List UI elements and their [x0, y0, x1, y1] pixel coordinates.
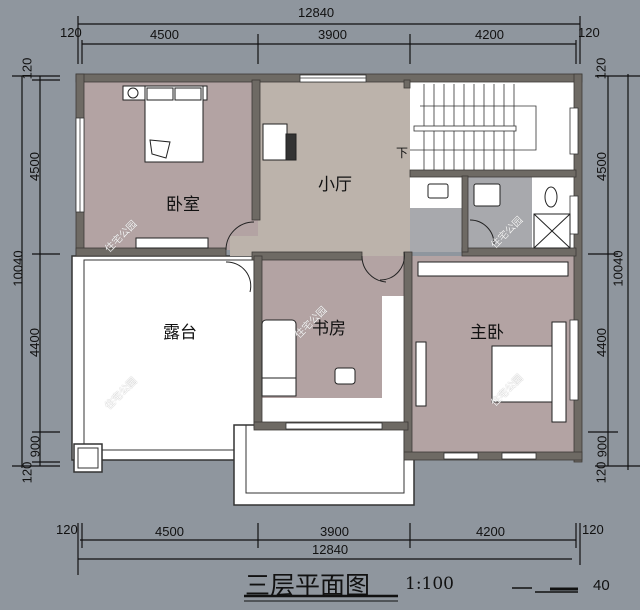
staircase — [410, 84, 537, 170]
bottom-total-dimension: 12840 — [312, 542, 349, 557]
bathroom-fixtures — [427, 183, 571, 249]
room-label-master-bedroom: 主卧 — [470, 323, 504, 343]
right-dimension-lines — [588, 74, 640, 470]
room-label-terrace: 露台 — [163, 323, 197, 343]
right-total-dimension: 10040 — [610, 250, 626, 287]
room-label-bedroom: 卧室 — [166, 195, 200, 215]
bottom-segment-1: 4500 — [155, 524, 184, 539]
bottom-segment-2: 3900 — [320, 524, 349, 539]
right-segment-2: 4400 — [593, 328, 609, 357]
left-total-dimension: 10040 — [10, 250, 26, 287]
doors — [225, 221, 405, 293]
right-top-edge-dimension: 120 — [593, 57, 609, 80]
hall-desk — [262, 123, 297, 161]
bottom-dimension-lines — [77, 523, 581, 575]
left-segment-1: 4500 — [26, 152, 42, 181]
left-dimension-lines — [12, 75, 60, 468]
room-label-small-hall: 小厅 — [318, 175, 352, 195]
top-segment-1: 4500 — [150, 27, 179, 42]
hall-floor — [258, 80, 410, 256]
top-segment-2: 3900 — [318, 27, 347, 42]
right-segment-3: 900 — [594, 435, 610, 458]
top-total-dimension: 12840 — [298, 5, 335, 20]
top-left-edge-dimension: 120 — [60, 25, 82, 40]
left-top-edge-dimension: 120 — [19, 57, 35, 80]
left-segment-2: 4400 — [26, 328, 42, 357]
room-label-study: 书房 — [312, 319, 346, 339]
terrace-column-left — [73, 443, 103, 473]
plan-scale: 1:100 — [405, 574, 454, 594]
master-furniture — [415, 261, 569, 423]
bottom-left-edge-dimension: 120 — [56, 522, 78, 537]
scale-bar — [512, 587, 578, 593]
bottom-segment-3: 4200 — [476, 524, 505, 539]
top-dimension-lines — [77, 16, 581, 64]
top-segment-3: 4200 — [475, 27, 504, 42]
bay-balcony — [233, 424, 415, 506]
left-segment-3: 900 — [27, 435, 43, 458]
windows — [75, 74, 579, 460]
left-bottom-edge-dimension: 120 — [19, 461, 35, 484]
bedroom-furniture — [122, 85, 209, 249]
bottom-right-edge-dimension: 120 — [582, 522, 604, 537]
right-bottom-edge-dimension: 120 — [593, 461, 609, 484]
scale-bar-label: 40 — [593, 577, 610, 594]
study-furniture — [261, 319, 356, 397]
right-segment-1: 4500 — [593, 152, 609, 181]
terrace-floor — [71, 255, 259, 461]
stair-down-label: 下 — [396, 146, 409, 160]
plan-title: 三层平面图 — [245, 571, 371, 600]
top-right-edge-dimension: 120 — [578, 25, 600, 40]
